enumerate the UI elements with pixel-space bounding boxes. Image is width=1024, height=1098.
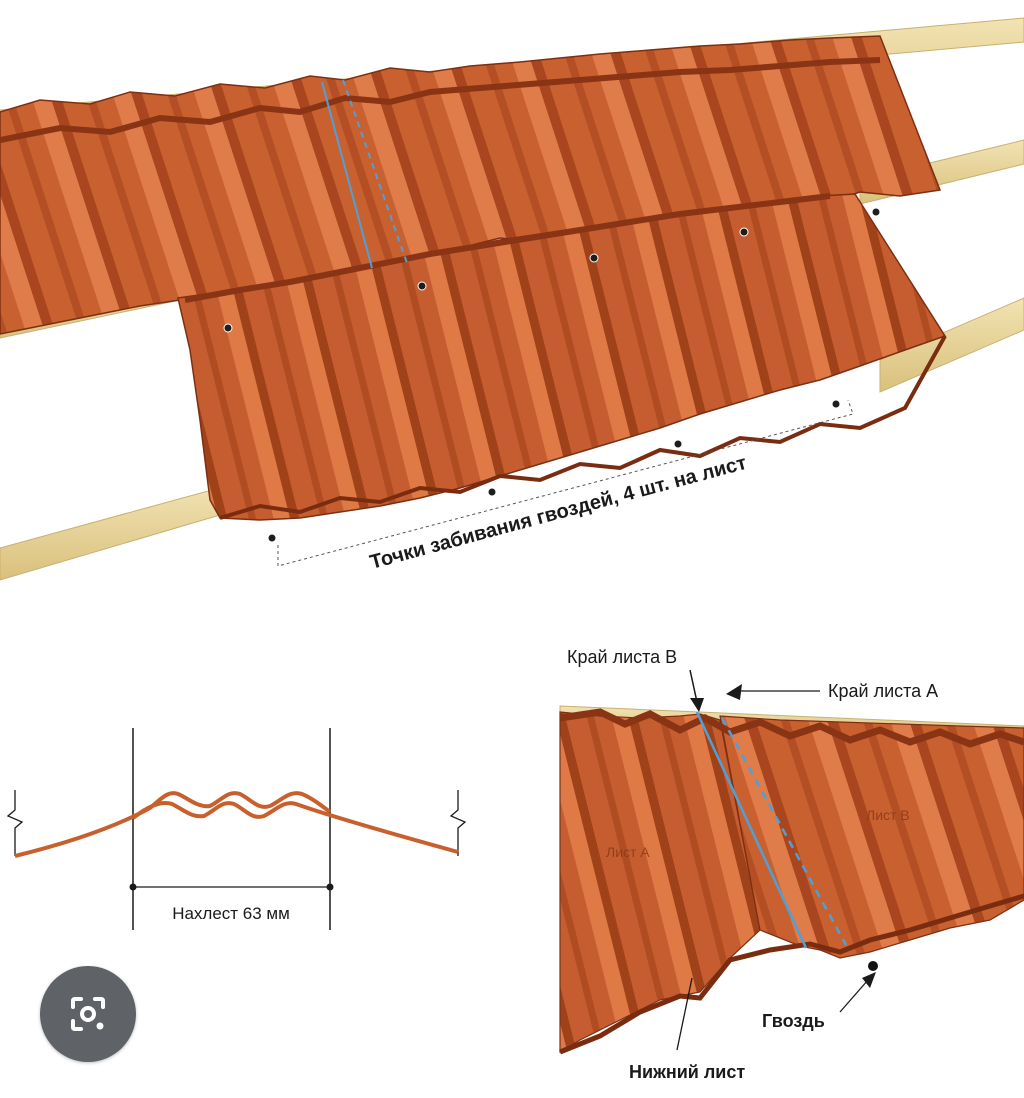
nail-icon <box>417 281 427 291</box>
overlap-cross-section: Нахлест 63 мм <box>6 728 467 930</box>
edge-b-arrow <box>689 669 698 703</box>
batten-lower <box>879 297 1024 393</box>
detail-sheet-b <box>719 715 1024 959</box>
nail-icon <box>223 323 233 333</box>
edge-a-arrowhead <box>726 684 742 700</box>
edge-a-label: Край листа А <box>828 681 938 701</box>
detail-top-ridges <box>559 708 1024 748</box>
nail-marks <box>223 207 881 543</box>
edge-b-arrowhead <box>690 698 704 712</box>
lower-row-step-edge <box>184 193 831 303</box>
batten-bottom <box>0 484 231 581</box>
detail-diagram: Край листа В Край листа А Лист А Лист В … <box>559 647 1024 1082</box>
roof-main-diagram: Точки забивания гвоздей, 4 шт. на лист <box>0 17 1024 581</box>
seam-solid-line <box>321 81 373 269</box>
nail-points-dimension-line <box>277 399 854 567</box>
lower-sheet-bottom-edge <box>219 335 947 520</box>
dimension-end-left <box>129 883 137 891</box>
nail-icon <box>831 399 841 409</box>
nail-icon <box>267 533 277 543</box>
nail-label: Гвоздь <box>762 1011 825 1031</box>
detail-nail-icon <box>868 961 878 971</box>
detail-bottom-edge <box>559 893 1024 1055</box>
dimension-end-right <box>326 883 334 891</box>
upper-row-step-edge <box>0 57 881 143</box>
nail-icon <box>589 253 599 263</box>
nail-icon <box>871 207 881 217</box>
detail-seam-solid <box>695 711 808 949</box>
sheet-a-label: Лист А <box>606 844 650 860</box>
lens-search-button[interactable] <box>40 966 136 1062</box>
nail-icon <box>673 439 683 449</box>
detail-seam-dashed <box>720 717 848 946</box>
break-mark-left <box>6 790 24 856</box>
nail-arrow-line <box>839 979 869 1013</box>
sheet-b-label: Лист В <box>866 807 910 823</box>
bottom-sheet-label: Нижний лист <box>629 1062 745 1082</box>
nail-icon <box>487 487 497 497</box>
nail-icon <box>739 227 749 237</box>
break-mark-right <box>449 790 467 856</box>
camera-search-icon <box>71 997 105 1031</box>
bottom-sheet-pointer <box>676 977 693 1051</box>
sheet-profile-right <box>131 801 459 854</box>
overlap-label: Нахлест 63 мм <box>172 904 290 923</box>
nail-arrowhead <box>862 972 876 988</box>
edge-b-label: Край листа В <box>567 647 677 667</box>
